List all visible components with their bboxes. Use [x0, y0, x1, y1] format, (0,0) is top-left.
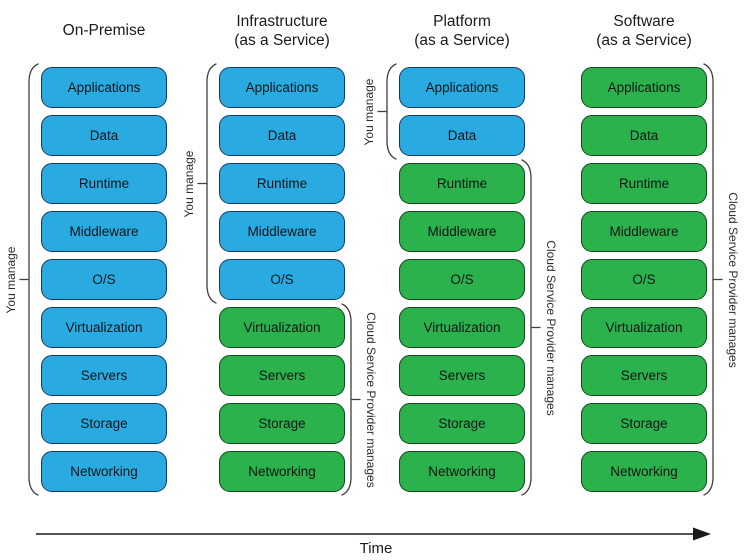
left-brace-on-premise: [19, 63, 39, 496]
layer-box-iaas-servers: Servers: [219, 355, 345, 396]
column-title-line: Infrastructure: [236, 12, 328, 30]
layer-box-saas-middleware: Middleware: [581, 211, 707, 252]
time-arrow-head: [693, 527, 711, 541]
left-brace-paas: [377, 63, 397, 160]
time-axis-label: Time: [359, 540, 393, 557]
layer-box-paas-data: Data: [399, 115, 525, 156]
layer-box-on-premise-middleware: Middleware: [41, 211, 167, 252]
layer-box-on-premise-virtualization: Virtualization: [41, 307, 167, 348]
layer-box-on-premise-data: Data: [41, 115, 167, 156]
layer-box-on-premise-o-s: O/S: [41, 259, 167, 300]
right-brace-paas: [521, 159, 541, 496]
layer-box-iaas-networking: Networking: [219, 451, 345, 492]
layer-box-paas-virtualization: Virtualization: [399, 307, 525, 348]
column-title-line: (as a Service): [234, 32, 330, 49]
column-title-paas: Platform (as a Service): [379, 4, 545, 58]
layer-box-iaas-middleware: Middleware: [219, 211, 345, 252]
layer-box-saas-runtime: Runtime: [581, 163, 707, 204]
bracket-label-iaas-you-manage: You manage: [182, 150, 196, 217]
column-title-line: (as a Service): [414, 32, 510, 49]
layer-box-iaas-runtime: Runtime: [219, 163, 345, 204]
layer-box-iaas-o-s: O/S: [219, 259, 345, 300]
layer-box-on-premise-servers: Servers: [41, 355, 167, 396]
column-title-line: On-Premise: [62, 22, 146, 40]
bracket-label-paas-provider-manages: Cloud Service Provider manages: [544, 239, 558, 416]
layer-box-iaas-applications: Applications: [219, 67, 345, 108]
layer-box-paas-applications: Applications: [399, 67, 525, 108]
layer-box-paas-networking: Networking: [399, 451, 525, 492]
layer-box-saas-networking: Networking: [581, 451, 707, 492]
layer-box-iaas-data: Data: [219, 115, 345, 156]
bracket-label-paas-you-manage: You manage: [362, 78, 376, 145]
layer-box-on-premise-runtime: Runtime: [41, 163, 167, 204]
column-title-on-premise: On-Premise: [21, 4, 187, 58]
bracket-label-on-premise-you-manage: You manage: [4, 246, 18, 313]
right-brace-iaas: [341, 303, 361, 496]
layer-box-on-premise-networking: Networking: [41, 451, 167, 492]
column-title-line: Platform: [433, 12, 491, 30]
layer-box-iaas-virtualization: Virtualization: [219, 307, 345, 348]
layer-box-paas-middleware: Middleware: [399, 211, 525, 252]
layer-box-paas-servers: Servers: [399, 355, 525, 396]
layer-box-iaas-storage: Storage: [219, 403, 345, 444]
layer-box-paas-runtime: Runtime: [399, 163, 525, 204]
layer-box-paas-storage: Storage: [399, 403, 525, 444]
bracket-label-saas-provider-manages: Cloud Service Provider manages: [726, 191, 740, 368]
layer-box-saas-data: Data: [581, 115, 707, 156]
layer-box-on-premise-applications: Applications: [41, 67, 167, 108]
layer-box-saas-storage: Storage: [581, 403, 707, 444]
right-brace-saas: [703, 63, 723, 496]
layer-box-paas-o-s: O/S: [399, 259, 525, 300]
layer-box-on-premise-storage: Storage: [41, 403, 167, 444]
column-title-saas: Software (as a Service): [561, 4, 727, 58]
layer-box-saas-o-s: O/S: [581, 259, 707, 300]
left-brace-iaas: [197, 63, 217, 304]
layer-box-saas-applications: Applications: [581, 67, 707, 108]
layer-box-saas-servers: Servers: [581, 355, 707, 396]
column-title-line: (as a Service): [596, 32, 692, 49]
bracket-label-iaas-provider-manages: Cloud Service Provider manages: [364, 311, 378, 488]
layer-box-saas-virtualization: Virtualization: [581, 307, 707, 348]
column-title-line: Software: [613, 12, 675, 30]
column-title-iaas: Infrastructure (as a Service): [199, 4, 365, 58]
